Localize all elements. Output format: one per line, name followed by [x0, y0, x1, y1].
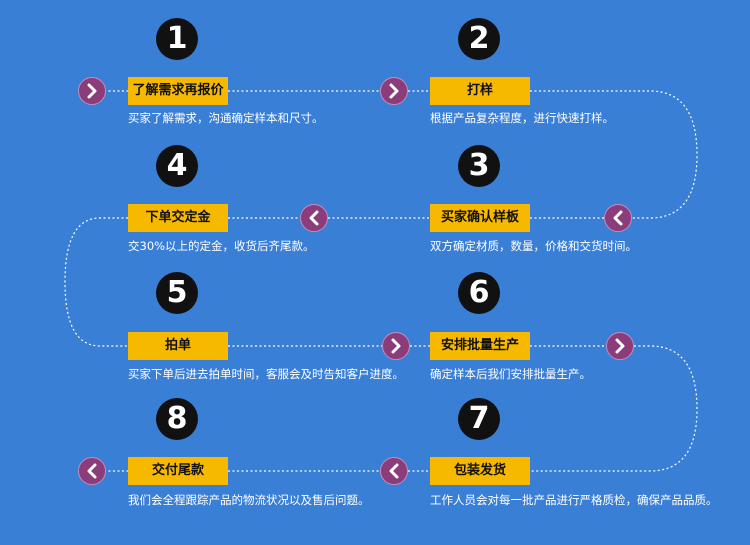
step-number-1: 1 — [156, 18, 198, 60]
step-number-3: 3 — [458, 145, 500, 187]
step-number-2: 2 — [458, 18, 500, 60]
step-desc-8: 我们会全程跟踪产品的物流状况以及售后问题。 — [128, 493, 370, 507]
step-desc-5: 买家下单后进去拍单时间，客服会及时告知客户进度。 — [128, 367, 404, 381]
arrow-right-icon — [380, 77, 408, 105]
step-desc-4: 交30%以上的定金，收货后齐尾款。 — [128, 239, 315, 253]
step-desc-2: 根据产品复杂程度，进行快速打样。 — [430, 111, 614, 125]
arrow-right-icon — [606, 332, 634, 360]
step-label-3: 买家确认样板 — [430, 204, 530, 232]
step-label-8: 交付尾款 — [128, 457, 228, 485]
arrow-left-icon — [380, 457, 408, 485]
step-label-1: 了解需求再报价 — [128, 77, 228, 105]
step-label-5: 拍单 — [128, 332, 228, 360]
step-number-5: 5 — [156, 272, 198, 314]
step-desc-1: 买家了解需求，沟通确定样本和尺寸。 — [128, 111, 324, 125]
step-number-7: 7 — [458, 398, 500, 440]
arrow-right-icon — [78, 77, 106, 105]
arrow-left-icon — [78, 457, 106, 485]
arrow-right-icon — [382, 332, 410, 360]
step-desc-3: 双方确定材质，数量，价格和交货时间。 — [430, 239, 637, 253]
step-number-4: 4 — [156, 145, 198, 187]
step-label-7: 包装发货 — [430, 457, 530, 485]
step-label-6: 安排批量生产 — [430, 332, 530, 360]
step-number-8: 8 — [156, 398, 198, 440]
step-label-4: 下单交定金 — [128, 204, 228, 232]
step-number-6: 6 — [458, 272, 500, 314]
arrow-left-icon — [300, 204, 328, 232]
step-label-2: 打样 — [430, 77, 530, 105]
step-desc-7: 工作人员会对每一批产品进行严格质检，确保产品品质。 — [430, 493, 718, 507]
step-desc-6: 确定样本后我们安排批量生产。 — [430, 367, 591, 381]
arrow-left-icon — [604, 204, 632, 232]
